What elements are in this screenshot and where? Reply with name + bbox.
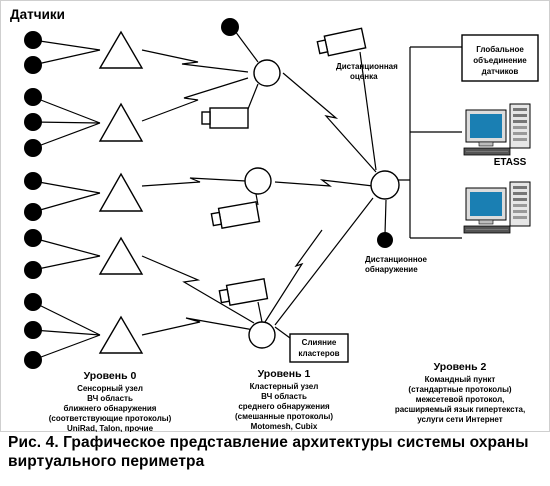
cluster-merge-box bbox=[289, 333, 349, 363]
level0-line: ВЧ область bbox=[87, 394, 133, 403]
level1-line: Кластерный узел bbox=[250, 382, 319, 391]
cluster-node-middle bbox=[244, 167, 272, 195]
computer-icon bbox=[463, 181, 531, 234]
wireless-links bbox=[141, 49, 377, 336]
command-node bbox=[370, 170, 400, 200]
camera-icon bbox=[315, 27, 367, 59]
cluster-sensor-dot bbox=[221, 18, 239, 36]
computer-icon bbox=[463, 103, 531, 156]
level0-line: UniRad, Talon, прочие bbox=[67, 424, 154, 432]
remote-assessment-line-2: оценка bbox=[350, 72, 378, 81]
camera-icon bbox=[201, 107, 249, 129]
global-sensors-line-1: Глобальное bbox=[476, 45, 524, 54]
level0-description: Уровень 0 Сенсорный узел ВЧ область ближ… bbox=[49, 370, 172, 432]
sensor-links bbox=[32, 39, 101, 361]
level1-line: Motomesh, Cubix bbox=[251, 422, 318, 431]
level1-description: Уровень 1 Кластерный узел ВЧ область сре… bbox=[235, 368, 333, 431]
remote-detection-line-2: обнаружение bbox=[365, 265, 418, 274]
cluster-merge-line-1: Слияние bbox=[302, 338, 337, 347]
level1-title: Уровень 1 bbox=[258, 368, 311, 380]
level1-line: (смешанные протоколы) bbox=[235, 412, 333, 421]
cluster-node-bottom bbox=[248, 321, 276, 349]
architecture-diagram: Датчики Дистанционная оценка Дистанционн… bbox=[10, 7, 539, 432]
sensors-title: Датчики bbox=[10, 7, 65, 22]
level1-line: ВЧ область bbox=[261, 392, 307, 401]
level0-line: Сенсорный узел bbox=[77, 384, 143, 393]
level2-line: межсетевой протокол, bbox=[416, 395, 505, 404]
level2-title: Уровень 2 bbox=[434, 361, 487, 373]
cluster-merge-line-2: кластеров bbox=[298, 349, 339, 358]
camera-icon bbox=[217, 278, 269, 308]
remote-detection-dot bbox=[377, 232, 393, 248]
global-sensors-line-3: датчиков bbox=[482, 67, 519, 76]
sensor-node-triangles bbox=[98, 30, 144, 354]
level2-line: Командный пункт bbox=[425, 375, 496, 384]
global-sensors-line-2: объединение bbox=[473, 56, 527, 65]
level0-title: Уровень 0 bbox=[84, 370, 137, 382]
remote-detection-line-1: Дистанционное bbox=[365, 255, 428, 264]
level1-line: среднего обнаружения bbox=[238, 402, 330, 411]
level2-line: расширяемый язык гипертекста, bbox=[395, 405, 525, 414]
global-sensors-box bbox=[461, 34, 539, 82]
level0-line: ближнего обнаружения bbox=[64, 404, 157, 413]
sensor-dots bbox=[24, 31, 42, 369]
level2-line: (стандартные протоколы) bbox=[408, 385, 511, 394]
etass-label: ETASS bbox=[494, 157, 527, 168]
level2-line: услуги сети Интернет bbox=[417, 415, 502, 424]
remote-assessment-line-1: Дистанционная bbox=[336, 62, 398, 71]
camera-icon bbox=[209, 201, 261, 231]
figure-caption: Рис. 4. Графическое представление архите… bbox=[8, 434, 529, 470]
level0-line: (соответствующие протоколы) bbox=[49, 414, 172, 423]
cluster-node-top bbox=[253, 59, 281, 87]
level2-description: Уровень 2 Командный пункт (стандартные п… bbox=[395, 361, 525, 424]
